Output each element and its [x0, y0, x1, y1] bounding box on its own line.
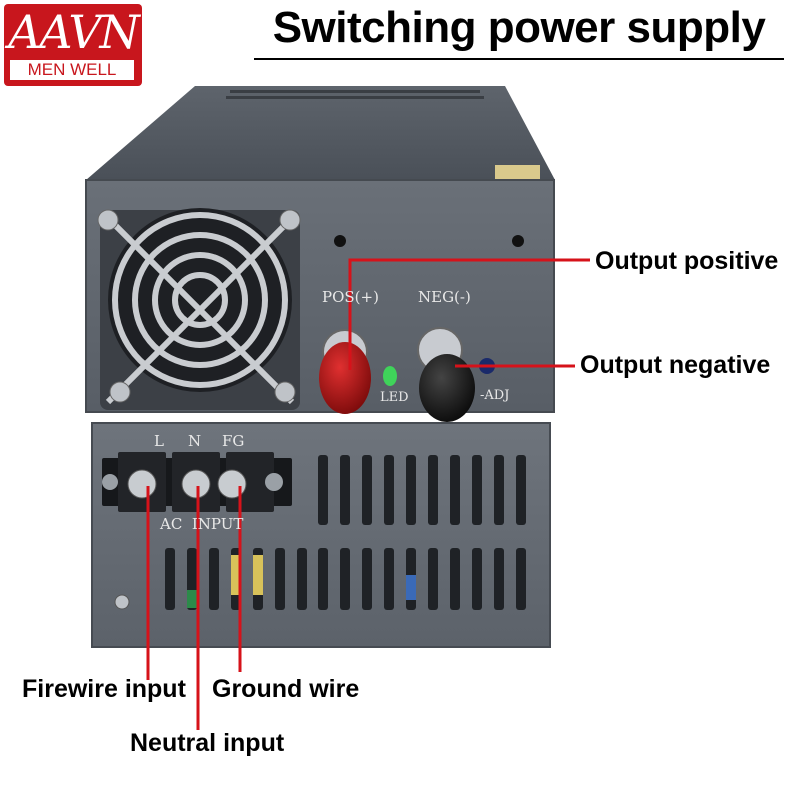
output-negative-callout: Output negative — [580, 351, 771, 379]
terminal-l-label: L — [154, 432, 164, 450]
adj-label: -ADJ — [480, 388, 510, 403]
terminal-fg-label: FG — [222, 432, 245, 450]
ground-wire-callout: Ground wire — [212, 675, 360, 703]
pos-label: POS(+) — [322, 288, 379, 306]
negative-output-terminal — [417, 327, 475, 422]
output-positive-leader — [348, 258, 590, 370]
output-positive-callout: Output positive — [595, 247, 779, 275]
firewire-input-callout: Firewire input — [22, 675, 186, 703]
cooling-fan — [97, 208, 301, 410]
top-vent-dots — [226, 90, 484, 99]
neg-label: NEG(-) — [418, 288, 471, 306]
ventilation-slots — [165, 455, 526, 610]
logo-subtitle: MEN WELL — [10, 60, 134, 80]
title-underline — [254, 58, 784, 60]
ac-input-label: AC INPUT — [160, 515, 244, 533]
top-sticker — [495, 165, 540, 179]
logo-mark: AAVN — [8, 5, 140, 59]
led-indicator — [383, 366, 397, 386]
page-title: Switching power supply — [272, 3, 766, 52]
brand-logo: AAVN MEN WELL — [4, 4, 142, 86]
top-face — [86, 86, 555, 180]
led-label: LED — [380, 390, 409, 405]
positive-output-terminal — [319, 329, 371, 414]
neutral-input-callout: Neutral input — [130, 729, 285, 757]
terminal-n-label: N — [188, 432, 202, 450]
